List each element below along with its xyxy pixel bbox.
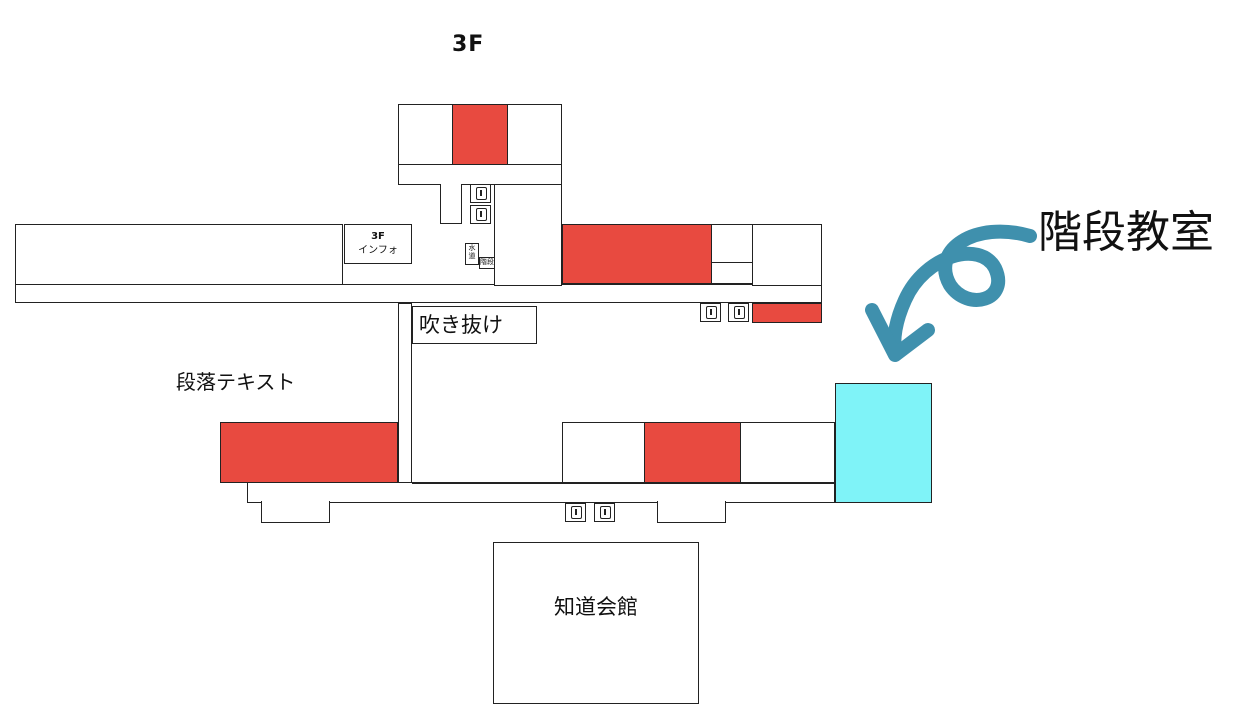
center-corridor-vertical: [494, 184, 562, 286]
bottom-right-room-a: [562, 422, 645, 483]
water-tap-label: 水道: [465, 243, 479, 265]
restroom-icon: [728, 303, 749, 322]
chido-hall[interactable]: 知道会館: [493, 542, 699, 704]
bottom-right-stub: [657, 501, 726, 523]
restroom-icon: [565, 503, 586, 522]
floor-title: 3F: [452, 32, 485, 57]
right-block-highlight-room[interactable]: [562, 224, 713, 284]
restroom-icon: [700, 303, 721, 322]
bottom-corridor: [247, 482, 835, 503]
bottom-left-stub: [261, 501, 330, 523]
restroom-icon: [470, 184, 491, 203]
right-corridor-highlight-room[interactable]: [752, 303, 822, 323]
bottom-right-room-b: [740, 422, 835, 483]
courtyard-outline: [412, 303, 835, 484]
paragraph-text: 段落テキスト: [176, 370, 296, 394]
right-block-room-c: [752, 224, 822, 286]
stair-classroom-room[interactable]: [835, 383, 932, 503]
chido-hall-label: 知道会館: [554, 595, 638, 619]
restroom-icon: [594, 503, 615, 522]
main-corridor: [15, 284, 822, 303]
info-floor-label: 3F: [371, 231, 385, 242]
atrium-label: 吹き抜け: [412, 306, 537, 344]
bottom-right-highlight-room[interactable]: [644, 422, 741, 483]
stair-classroom-label: 階段教室: [1038, 207, 1214, 258]
info-room[interactable]: 3F インフォ: [344, 224, 412, 264]
top-connector-corridor: [440, 184, 462, 224]
info-label: インフォ: [358, 245, 398, 256]
bottom-left-highlight-room[interactable]: [220, 422, 398, 483]
restroom-icon: [470, 205, 491, 224]
